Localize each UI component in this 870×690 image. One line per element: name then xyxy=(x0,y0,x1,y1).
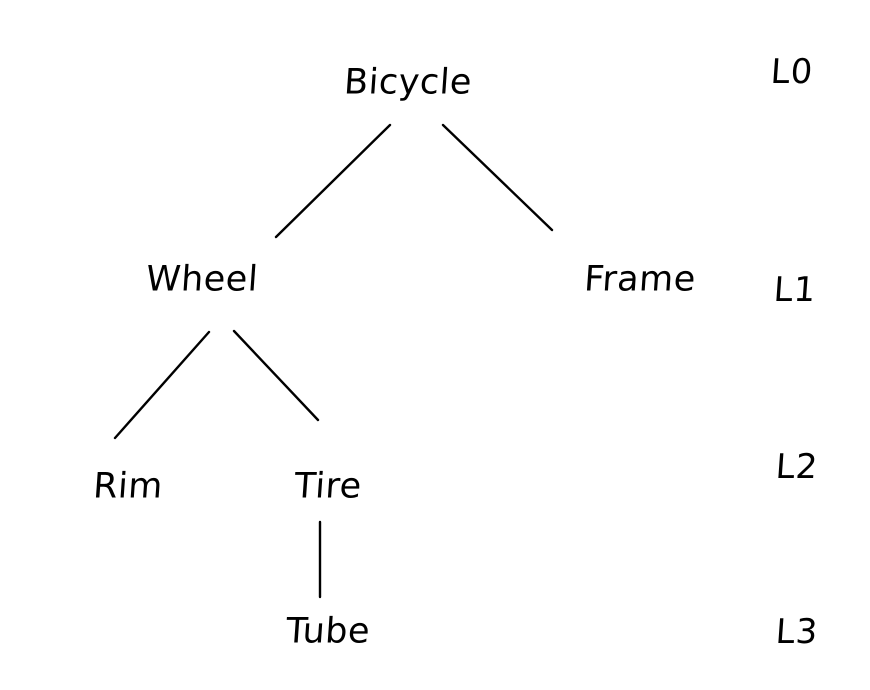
edge-wheel-to-tire xyxy=(232,329,320,422)
node-frame[interactable]: Frame xyxy=(582,259,698,300)
node-tire[interactable]: Tire xyxy=(293,466,364,507)
level-label-l2: L2 xyxy=(774,447,820,487)
level-label-l3: L3 xyxy=(774,612,820,652)
edge-wheel-to-rim xyxy=(113,330,211,440)
node-rim[interactable]: Rim xyxy=(91,466,165,507)
node-wheel[interactable]: Wheel xyxy=(144,259,260,300)
node-bicycle[interactable]: Bicycle xyxy=(342,62,474,103)
level-label-l1: L1 xyxy=(772,270,818,310)
node-tube[interactable]: Tube xyxy=(284,611,372,652)
edge-bicycle-to-frame xyxy=(441,123,554,232)
edge-bicycle-to-wheel xyxy=(274,123,392,239)
level-label-l0: L0 xyxy=(769,52,815,92)
